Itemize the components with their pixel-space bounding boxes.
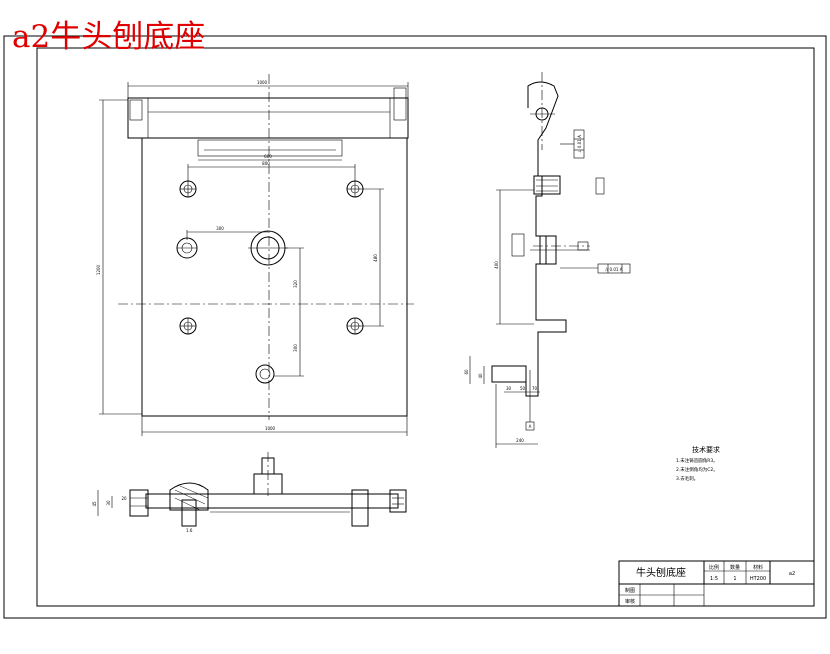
svg-text:1:5: 1:5 — [710, 576, 718, 582]
svg-text:400: 400 — [494, 261, 499, 269]
svg-text:比例: 比例 — [709, 564, 719, 571]
svg-text:1000: 1000 — [257, 80, 268, 85]
title-part-name: 牛头刨底座 — [636, 566, 686, 579]
svg-text:60: 60 — [464, 369, 469, 375]
svg-text:1: 1 — [733, 576, 736, 582]
overlay-title: a2牛头刨底座 — [12, 19, 206, 55]
svg-text:50: 50 — [520, 386, 526, 391]
dim-top-width: 1000 — [127, 80, 409, 98]
pin-hole-left — [176, 237, 198, 259]
tech-req-title: 技术要求 — [692, 445, 720, 454]
inner-frame — [36, 47, 815, 607]
svg-text:20: 20 — [121, 496, 127, 501]
dim-lower-vert: 300 — [274, 304, 304, 377]
perpendicularity-frame: ⊥ 0.01 A — [560, 129, 585, 159]
base-plate — [141, 137, 408, 417]
technical-requirements: 技术要求 1.未注铸造圆角R3。 2.未注倒角均为C2。 3.去毛刺。 — [676, 445, 720, 482]
svg-text:// 0.01 A: // 0.01 A — [606, 267, 623, 272]
svg-text:材料: 材料 — [753, 564, 763, 571]
dim-vert-span: 480 — [363, 188, 384, 327]
main-bore — [248, 230, 288, 266]
svg-text:45: 45 — [92, 501, 97, 507]
dim-side-height: 400 — [494, 261, 499, 269]
svg-text:1.6: 1.6 — [186, 528, 193, 533]
svg-text:1000: 1000 — [265, 426, 276, 431]
datum-label: A — [529, 424, 532, 429]
dim-side-misc: 40 60 — [464, 356, 485, 384]
dim-hole-span: 800 — [187, 161, 356, 182]
svg-text:审核: 审核 — [625, 598, 635, 605]
lower-hole — [255, 364, 275, 384]
svg-text:制图: 制图 — [625, 587, 635, 594]
svg-text:30: 30 — [106, 500, 111, 506]
svg-text:480: 480 — [373, 254, 378, 262]
parallelism-frame: // 0.01 A — [560, 263, 631, 274]
top-slot — [197, 139, 343, 157]
bolt-hole-bl — [179, 317, 197, 335]
top-rail — [127, 97, 409, 139]
tech-req-item-1: 1.未注铸造圆角R3。 — [676, 457, 718, 464]
svg-text:数量: 数量 — [730, 564, 740, 571]
tech-req-item-2: 2.未注倒角均为C2。 — [676, 466, 718, 473]
svg-text:30: 30 — [506, 386, 512, 391]
side-section-view: 400 240 30 50 70 40 60 — [464, 72, 631, 448]
svg-text:1200: 1200 — [96, 264, 101, 275]
svg-text:40: 40 — [478, 373, 483, 379]
svg-text:HT200: HT200 — [750, 576, 766, 582]
outer-frame — [3, 35, 827, 619]
side-boss-frame — [595, 177, 605, 195]
dim-left-height: 1200 — [96, 99, 142, 415]
svg-text:800: 800 — [262, 161, 270, 166]
plan-view: 1000 1000 1200 800 600 — [96, 74, 414, 436]
svg-text:70: 70 — [532, 386, 538, 391]
dim-bore-offset: 300 — [186, 226, 268, 240]
bottom-view: 45 30 20 1.6 — [92, 452, 407, 533]
dim-bore-vert: 320 — [285, 247, 304, 304]
svg-text:300: 300 — [216, 226, 224, 231]
dim-slot-width: 600 — [198, 154, 342, 161]
bolt-hole-tr — [346, 180, 364, 198]
svg-text:240: 240 — [516, 438, 524, 443]
dim-side-small: 30 50 70 — [504, 386, 540, 393]
dim-side-width: 240 — [495, 384, 538, 448]
dim-bottom-width: 1000 — [141, 416, 408, 436]
svg-text:300: 300 — [293, 344, 298, 352]
title-block: 牛头刨底座 比例 数量 材料 1:5 1 HT200 a2 制图 审核 — [618, 560, 815, 607]
svg-text:600: 600 — [264, 154, 272, 159]
svg-text:320: 320 — [293, 280, 298, 288]
bolt-hole-br — [346, 317, 364, 335]
tech-req-item-3: 3.去毛刺。 — [676, 475, 698, 482]
svg-text:a2: a2 — [789, 571, 795, 577]
svg-text:⊥ 0.01 A: ⊥ 0.01 A — [577, 135, 582, 153]
bolt-hole-tl — [179, 180, 197, 198]
